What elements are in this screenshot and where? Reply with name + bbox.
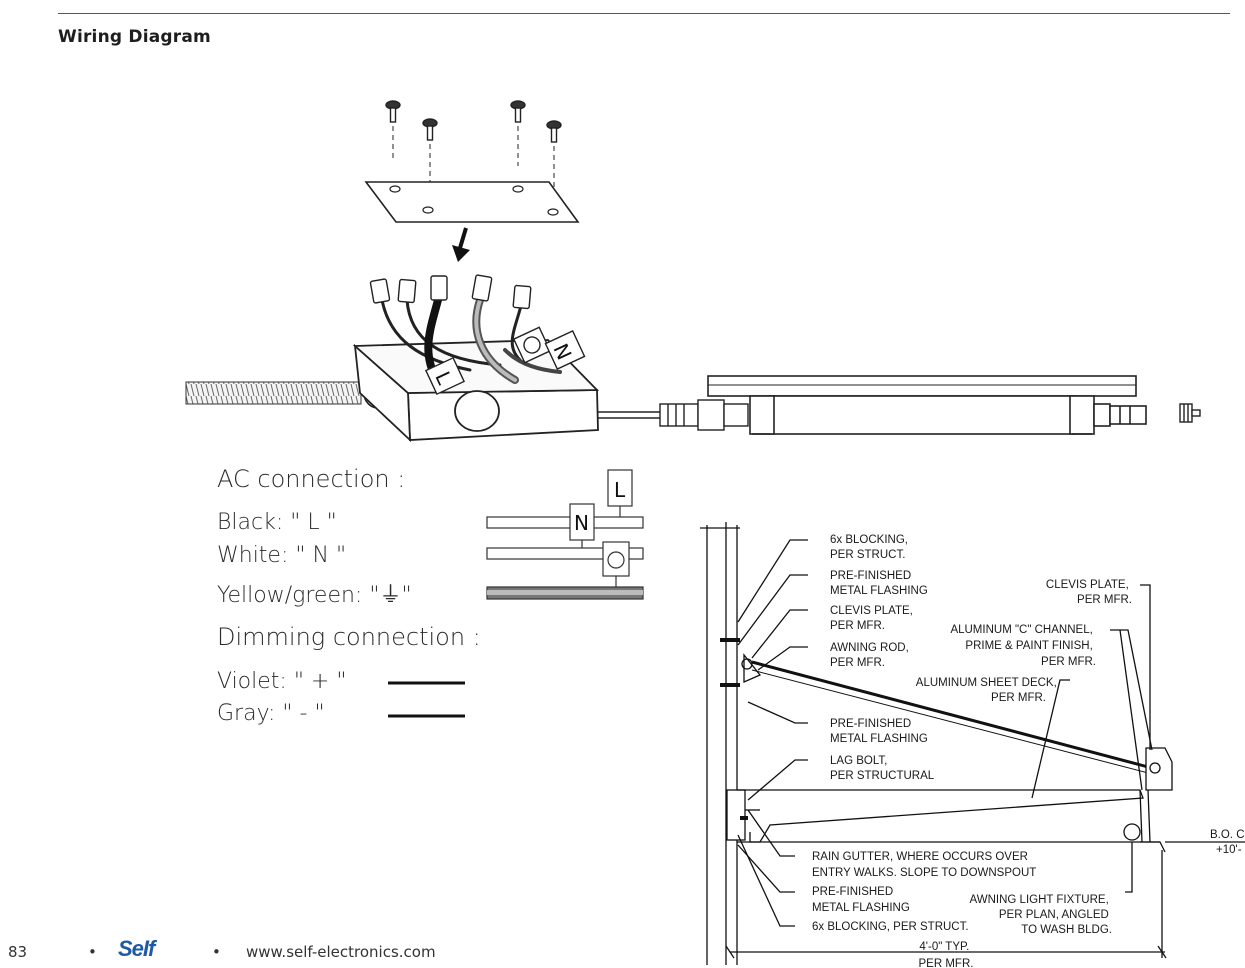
callout-flashing-bottom: PRE-FINISHED METAL FLASHING — [812, 886, 910, 914]
cover-plate — [364, 181, 580, 223]
footer-website-link[interactable]: www.self-electronics.com — [246, 943, 436, 961]
dimming-gray-label: Gray: " - " — [217, 701, 325, 726]
callout-light-fixture: AWNING LIGHT FIXTURE, PER PLAN, ANGLED T… — [970, 894, 1113, 936]
dimension-label: 4'-0" TYP. PER MFR. — [919, 941, 974, 968]
callout-awning-rod: AWNING ROD, PER MFR. — [830, 642, 912, 669]
callout-lag-bolt: LAG BOLT, PER STRUCTURAL — [830, 755, 935, 782]
ac-connection-title: AC connection : — [217, 465, 406, 493]
callout-bottom-of-canopy: B.O. C +10'- — [1210, 829, 1245, 856]
callout-rain-gutter: RAIN GUTTER, WHERE OCCURS OVER ENTRY WAL… — [812, 851, 1036, 879]
callout-flashing-top: PRE-FINISHED METAL FLASHING — [830, 570, 928, 597]
footer-bullet: • — [88, 943, 97, 961]
screw-icon — [385, 100, 562, 188]
ac-ground-label: Yellow/green: "⏚" — [217, 583, 412, 608]
ac-wire-legend — [486, 469, 644, 600]
brand-logo-mark: SeIf — [118, 936, 159, 961]
callout-flashing-mid: PRE-FINISHED METAL FLASHING — [830, 718, 928, 745]
ac-black-label: Black: " L " — [217, 510, 337, 535]
dimming-violet-label: Violet: " + " — [217, 669, 347, 694]
svg-text:SeIf: SeIf — [118, 936, 158, 961]
callout-sheet-deck: ALUMINUM SHEET DECK, PER MFR. — [916, 677, 1060, 704]
callout-blocking-bottom: 6x BLOCKING, PER STRUCT. — [812, 921, 969, 933]
page-number: 83 — [8, 943, 28, 961]
dimming-connection-title: Dimming connection : — [217, 623, 481, 651]
callout-blocking-top: 6x BLOCKING, PER STRUCT. — [830, 534, 911, 561]
ac-white-label: White: " N " — [217, 543, 347, 568]
end-cap-connector — [1179, 403, 1201, 423]
flexible-conduit — [185, 381, 362, 405]
cable-connector — [659, 399, 749, 431]
legend-live-label: L — [614, 478, 626, 502]
wire-connector — [369, 274, 532, 310]
callout-clevis-left: CLEVIS PLATE, PER MFR. — [830, 605, 916, 632]
arrow-down-icon — [452, 227, 470, 262]
linear-light-fixture — [707, 375, 1147, 435]
awning-callouts: 6x BLOCKING, PER STRUCT. PRE-FINISHED ME… — [812, 534, 1245, 968]
legend-neutral-label: N — [574, 511, 589, 535]
callout-c-channel: ALUMINUM "C" CHANNEL, PRIME & PAINT FINI… — [950, 624, 1096, 668]
footer-bullet-2: • — [212, 943, 221, 961]
brand-logo: SeIf — [118, 936, 178, 968]
callout-clevis-right: CLEVIS PLATE, PER MFR. — [1046, 579, 1132, 606]
awning-section-drawing — [700, 522, 1245, 965]
section-title: Wiring Diagram — [58, 27, 211, 47]
top-divider — [58, 13, 1230, 14]
